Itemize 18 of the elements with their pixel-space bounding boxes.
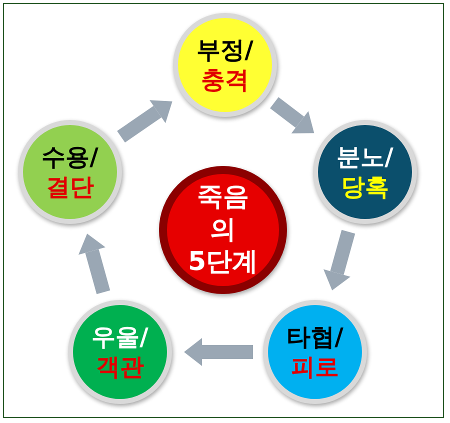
stage-label: 죽음 의 5단계 [187, 181, 259, 279]
block-arrow [117, 100, 172, 143]
stage-label: 부정/ [196, 35, 254, 65]
stage-label: 타협/ [286, 322, 344, 352]
stage-sublabel: 충격 [201, 65, 249, 95]
stage-circle [313, 120, 417, 224]
block-arrow [78, 234, 110, 294]
block-arrow [184, 338, 253, 366]
stage-sublabel: 당혹 [341, 172, 389, 202]
block-arrow [270, 97, 314, 134]
stage-sublabel: 피로 [291, 352, 339, 382]
stage-sublabel: 객관 [96, 352, 144, 382]
stage-circle [173, 13, 277, 117]
stage-label: 분노/ [336, 142, 394, 172]
stage-label: 우울/ [92, 322, 148, 352]
block-arrow [323, 230, 356, 290]
stage-label: 수용/ [42, 142, 98, 172]
stage-sublabel: 결단 [46, 172, 94, 202]
